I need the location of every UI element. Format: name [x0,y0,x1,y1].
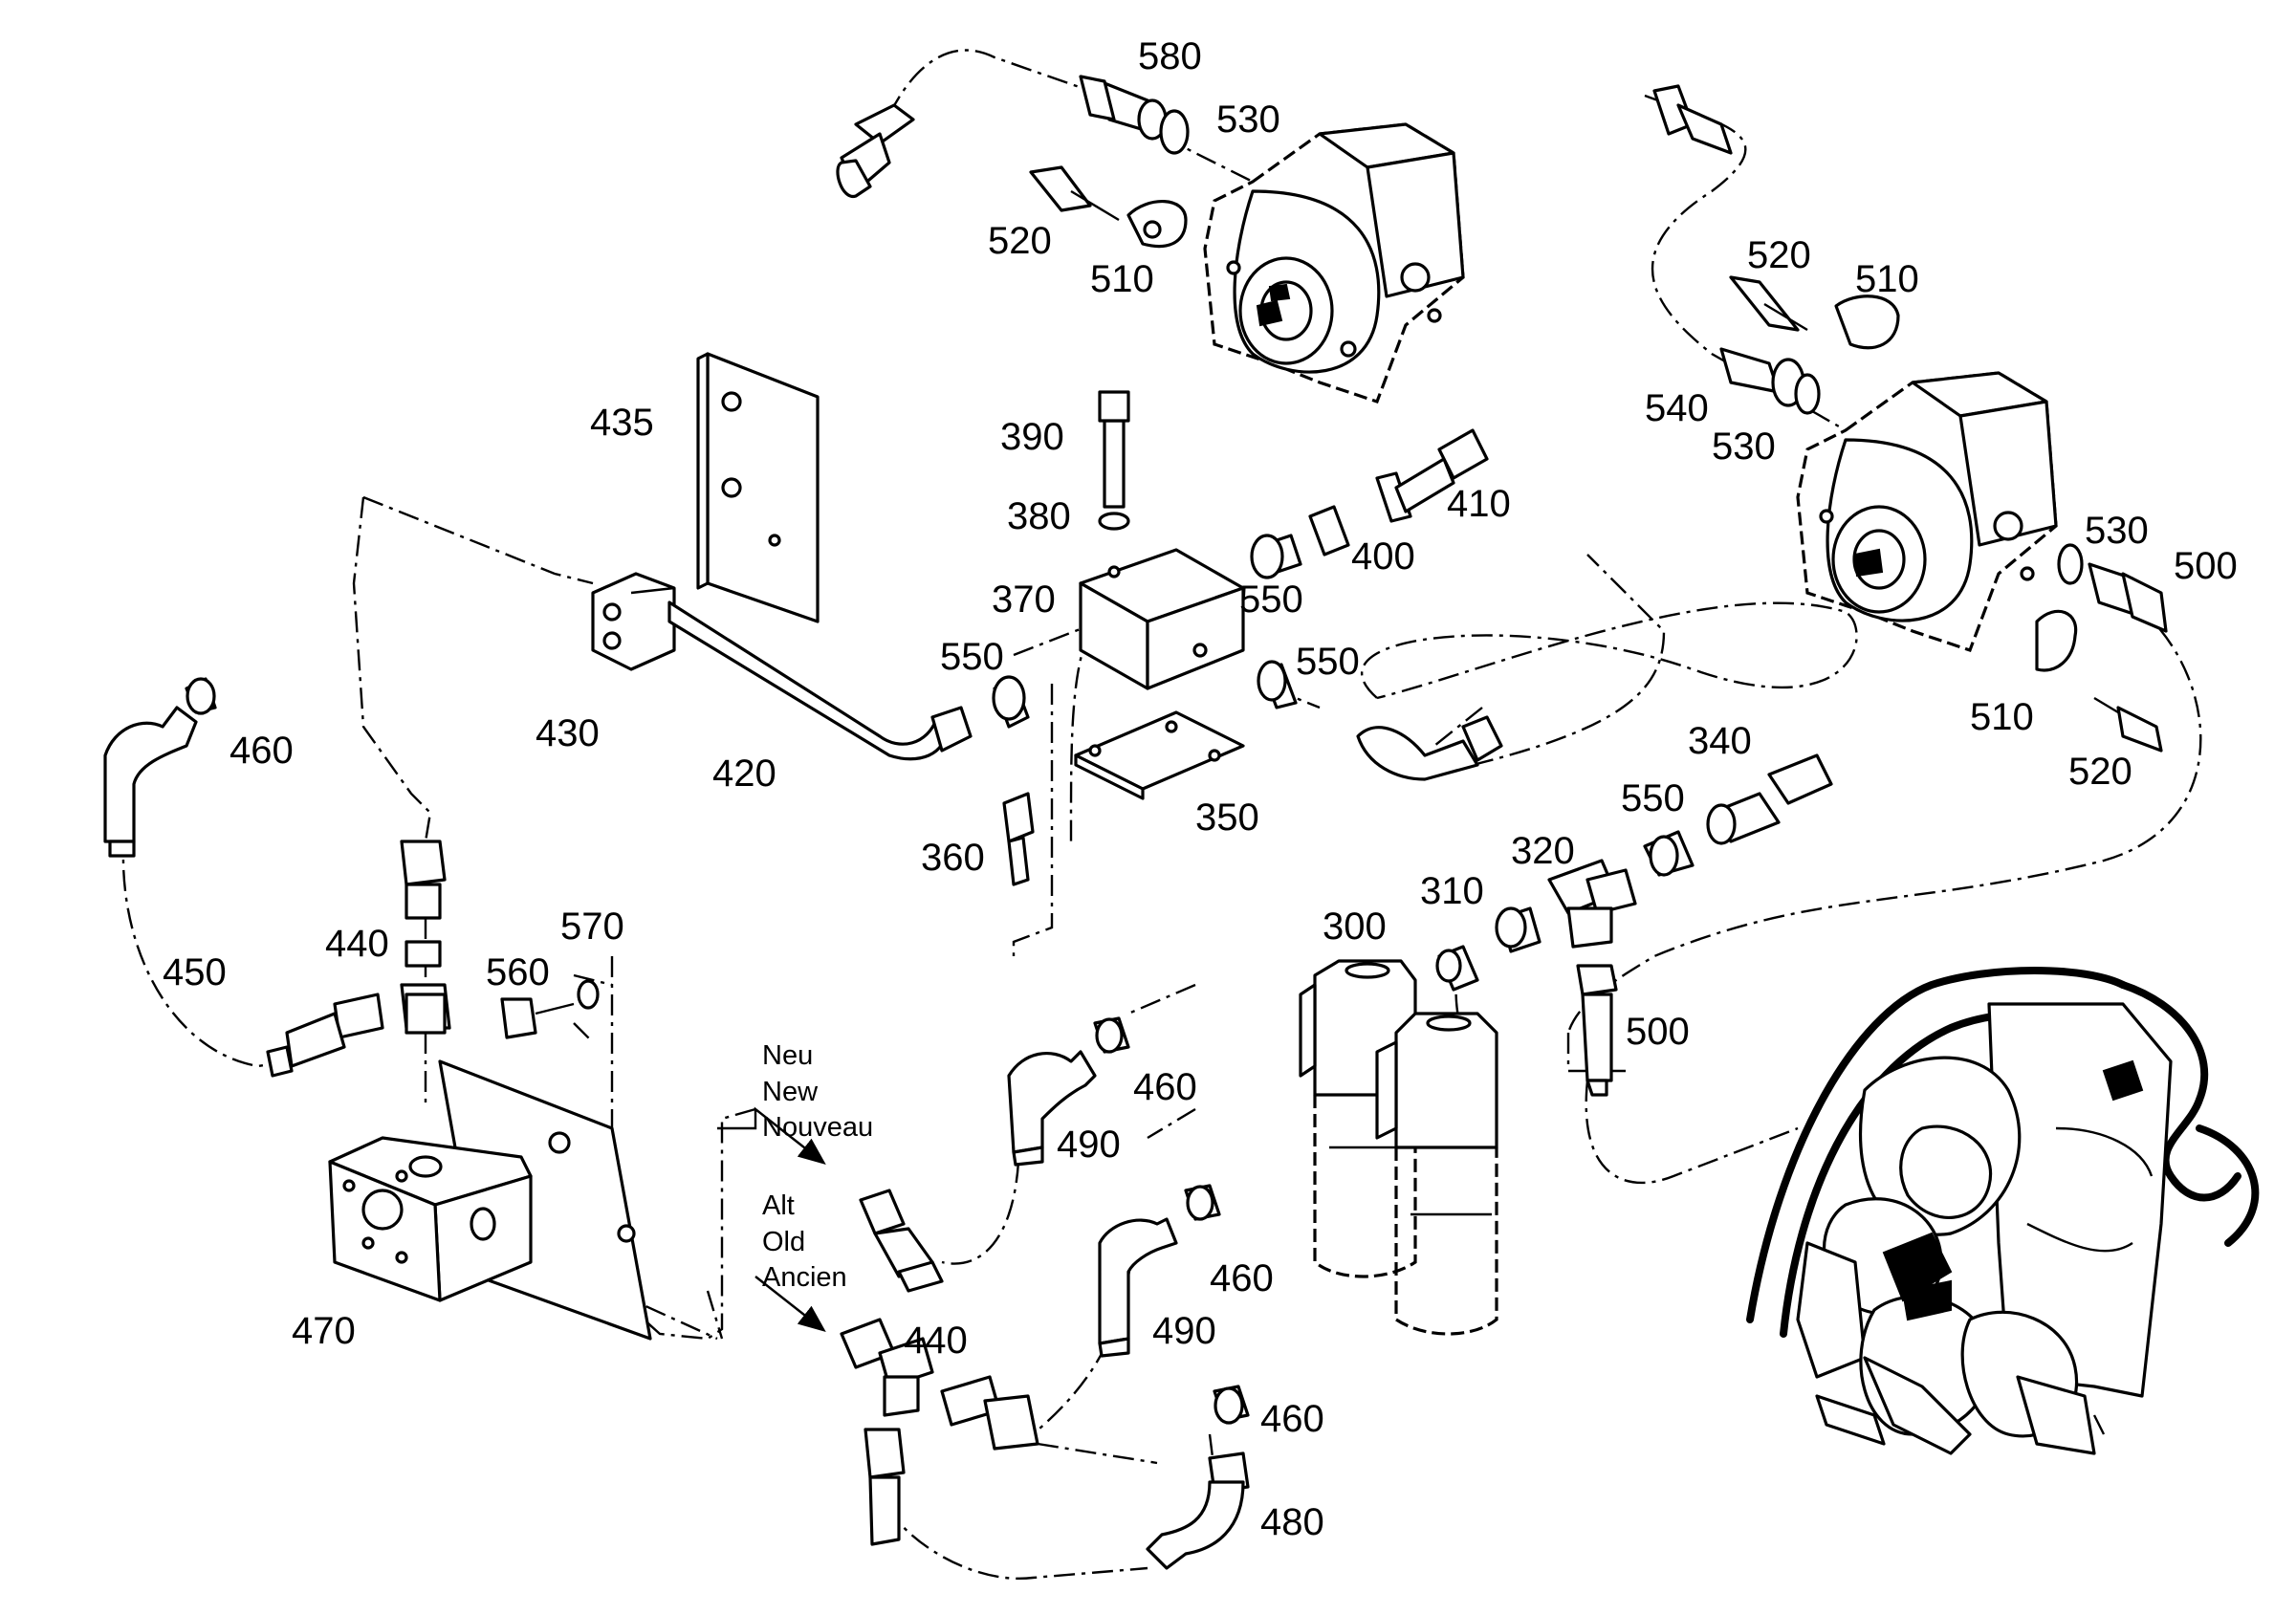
part-label: 550 [1621,777,1685,819]
variant-new-fr: Nouveau [762,1112,873,1143]
variant-old-fr: Ancien [762,1262,847,1293]
part-label: 490 [1057,1124,1121,1166]
part-label: 520 [988,220,1052,262]
part-label: 370 [992,578,1056,621]
part-label: 530 [1712,426,1776,468]
part-label: 520 [1747,234,1811,276]
part-label: 380 [1007,495,1071,537]
part-label: 500 [2174,545,2238,587]
part-label: 460 [1133,1066,1197,1108]
variant-new-de: Neu [762,1040,813,1071]
part-label: 570 [560,906,624,948]
part-label: 340 [1688,720,1752,762]
variant-hose-assemblies [717,1016,1250,1570]
part-label: 430 [536,712,600,754]
part-label: 460 [1210,1257,1274,1299]
filter-housings [1299,959,1498,1336]
part-label: 470 [292,1310,356,1352]
part-label: 460 [230,730,294,772]
part-label: 460 [1260,1398,1324,1440]
part-label: 560 [486,951,550,993]
part-label: 530 [2085,510,2149,552]
hose-fitting-450-assembly [103,677,600,1078]
part-label: 530 [1216,98,1280,141]
part-label: 450 [163,951,227,993]
variant-new-label: Neu New Nouveau [762,1040,873,1143]
part-label: 510 [1090,258,1154,300]
part-label: 400 [1351,535,1415,578]
valve-block-370 [1002,390,1245,886]
valve-body-470 [328,1059,652,1341]
part-label: 440 [904,1320,968,1362]
part-label: 550 [940,636,1004,678]
part-label: 490 [1152,1310,1216,1352]
transmission-housing [1746,967,2260,1455]
part-label: 390 [1000,416,1064,458]
pipe-block-430-420 [591,572,973,761]
hose-fitting-540-assembly [1652,84,2168,753]
part-label: 580 [1138,35,1202,77]
fittings-550-400-410 [992,428,1503,781]
part-label: 435 [590,402,654,444]
part-label: 500 [1626,1011,1690,1053]
part-label: 350 [1195,797,1259,839]
part-label: 300 [1323,906,1387,948]
part-label: 540 [1645,387,1709,429]
hose-fitting-580-assembly [836,75,1190,249]
part-label: 320 [1511,830,1575,872]
part-number-labels: 580 530 520 510 520 510 540 530 530 500 … [163,35,2238,1543]
part-label: 440 [325,923,389,965]
part-label: 480 [1260,1501,1324,1543]
variant-old-en: Old [762,1227,805,1257]
part-label: 520 [2068,751,2132,793]
fittings-340-300 [1435,753,1833,1097]
part-label: 550 [1239,578,1303,621]
part-label: 550 [1296,641,1360,683]
part-label: 310 [1420,870,1484,912]
hydraulic-pump-upper [1203,122,1465,404]
mounting-plate-435 [696,352,820,623]
variant-old-label: Alt Old Ancien [762,1190,847,1293]
part-label: 510 [1970,696,2034,738]
part-label: 420 [712,753,776,795]
part-label: 510 [1855,258,1919,300]
variant-old-de: Alt [762,1190,795,1221]
part-label: 410 [1447,483,1511,525]
hydraulic-pump-lower [1796,371,2058,653]
variant-new-en: New [762,1077,819,1107]
part-label: 360 [921,837,985,879]
